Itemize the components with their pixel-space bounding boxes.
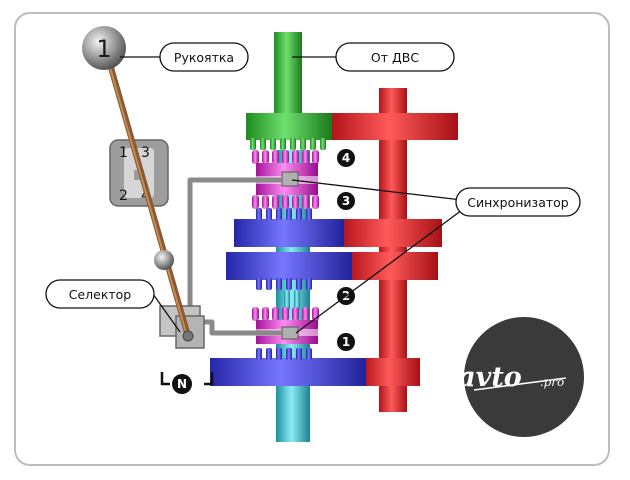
neutral-badge: N (177, 377, 187, 391)
svg-text:4: 4 (342, 151, 350, 165)
gate-number-2: 2 (119, 188, 128, 204)
gear-lever: 1 (82, 26, 194, 342)
input-shaft (246, 32, 332, 150)
callout-selector: Селектор (45, 279, 155, 309)
callout-selector-label: Селектор (69, 287, 132, 302)
svg-text:3: 3 (342, 194, 350, 208)
callout-handle: Рукоятка (159, 42, 249, 72)
knob-number: 1 (96, 35, 111, 63)
neutral-indicator: N (160, 372, 214, 394)
svg-text:1: 1 (342, 335, 350, 349)
gear-badge-3: 3 (337, 192, 355, 210)
gate-number-1: 1 (119, 145, 128, 161)
countershaft (332, 88, 458, 412)
gear-badge-4: 4 (337, 149, 355, 167)
gear-badge-1: 1 (337, 333, 355, 351)
lever-pivot-ball (154, 250, 174, 270)
callout-engine-label: От ДВС (371, 50, 419, 65)
callout-handle-label: Рукоятка (174, 50, 234, 65)
blue-gears (210, 208, 366, 386)
callout-synchronizer: Синхронизатор (455, 187, 581, 217)
gate-number-3: 3 (141, 145, 150, 161)
synchronizer-upper (252, 150, 319, 209)
callout-engine: От ДВС (335, 42, 455, 72)
leader-lines (120, 56, 463, 334)
callout-synchronizer-label: Синхронизатор (467, 195, 569, 210)
lever-knob (82, 26, 126, 70)
logo-suffix-text: .pro (540, 375, 564, 389)
avto-pro-logo: avto .pro (458, 317, 584, 437)
